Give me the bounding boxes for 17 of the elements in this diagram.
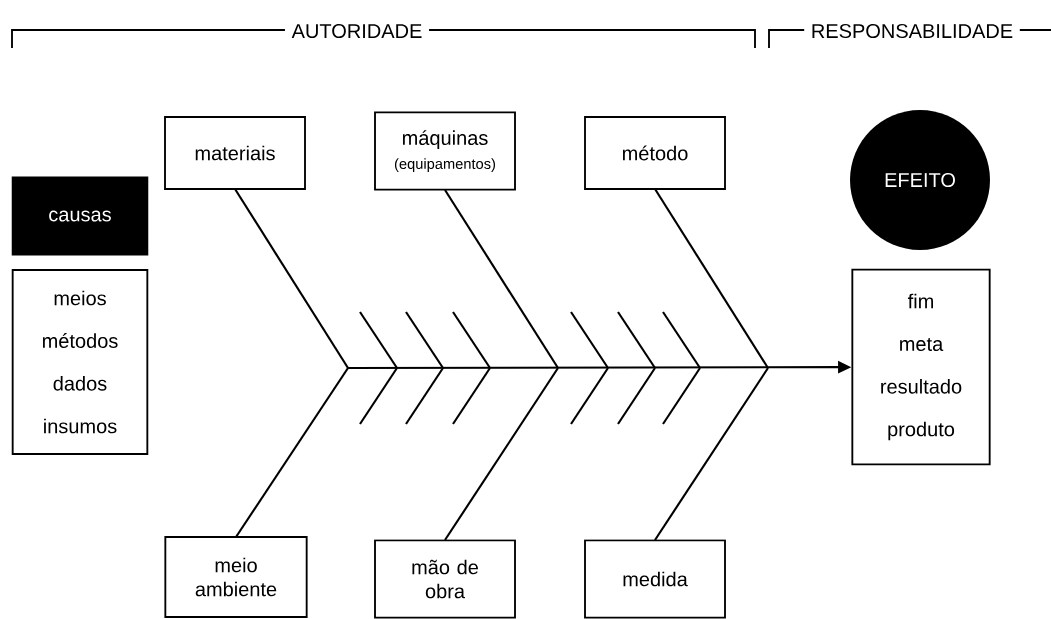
- cause-box: materiais: [164, 116, 306, 190]
- list-box: meios métodos dados insumos: [11, 269, 149, 455]
- cause-box: meio ambiente: [164, 536, 308, 618]
- cause-box: máquinas (equipamentos): [374, 111, 516, 191]
- fishbone-bone: [444, 189, 559, 369]
- fishbone-bone: [654, 367, 769, 541]
- fishbone-bone: [654, 188, 769, 369]
- cause-box: mão de obra: [374, 539, 516, 619]
- bracket-label: RESPONSABILIDADE: [804, 22, 1020, 40]
- cause-box: medida: [584, 539, 726, 619]
- fishbone-bone: [235, 367, 349, 538]
- label-box: causas: [11, 176, 149, 256]
- fishbone-bone: [234, 188, 349, 369]
- fishbone-bone: [444, 367, 559, 541]
- list-box: fim meta resultado produto: [851, 268, 991, 466]
- bracket-label: AUTORIDADE: [284, 22, 430, 40]
- cause-box: método: [584, 116, 726, 190]
